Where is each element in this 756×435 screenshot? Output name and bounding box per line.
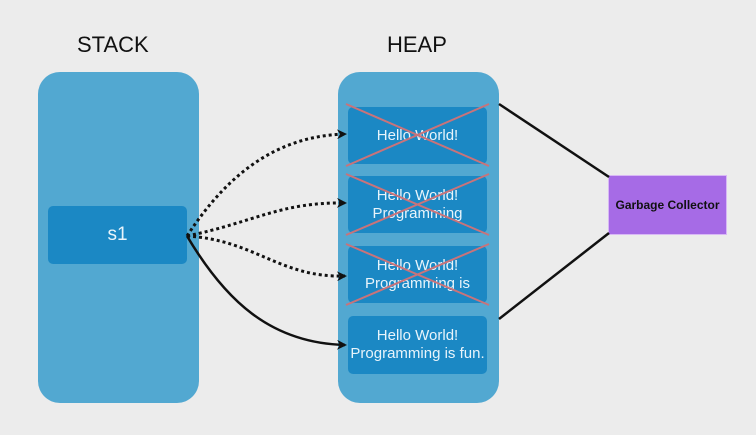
stack-variable-label: s1 (107, 224, 128, 245)
cross-icon (345, 103, 490, 167)
cross-icon (345, 243, 490, 306)
heap-object-4-line2: Programming is fun. (350, 345, 485, 362)
heap-object-3-line2: Programming is (364, 274, 471, 292)
heap-object-2-line1: Hello World! (376, 186, 459, 204)
heap-title: HEAP (387, 32, 447, 57)
heap-object-4[interactable]: Hello World! Programming is fun. (348, 316, 487, 374)
stack-variable-s1[interactable]: s1 (48, 206, 187, 264)
heap-object-3-line1: Hello World! (376, 256, 459, 274)
reference-arrow-1 (185, 129, 347, 237)
stack-title: STACK (77, 32, 149, 57)
garbage-collector-box[interactable]: Garbage Collector (608, 175, 727, 235)
gc-line-bottom (498, 232, 610, 320)
gc-line-top (498, 102, 610, 179)
reference-arrow-current (185, 235, 347, 350)
cross-icon (345, 173, 490, 236)
heap-object-4-line1: Hello World! (376, 327, 459, 344)
heap-object-2-line2: Programming (372, 204, 463, 222)
reference-arrow-2 (186, 197, 347, 238)
garbage-collector-label: Garbage Collector (615, 198, 720, 212)
